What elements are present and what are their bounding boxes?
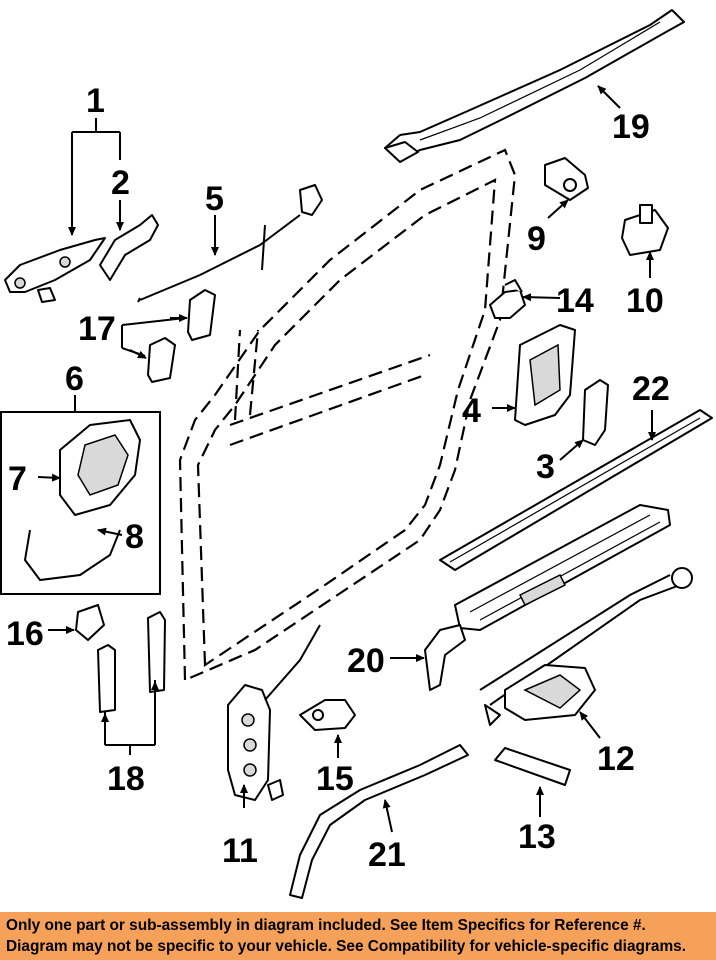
center-rail-assembly	[454, 504, 671, 631]
part-11-hinge	[227, 624, 321, 801]
part-20-bracket	[424, 624, 466, 691]
part-10-clip	[621, 204, 669, 256]
part-22-lower-rail	[439, 409, 713, 571]
door-frame-outline	[178, 148, 517, 682]
callout-9: 9	[527, 220, 546, 258]
callout-10: 10	[626, 282, 664, 320]
door-parts-diagram: 1 2 3 4 5 6 7 8 9 10 11 12 13 14 15 16 1…	[0, 9, 713, 899]
callout-6: 6	[65, 360, 84, 398]
callout-1: 1	[86, 82, 105, 120]
part-9-bracket	[544, 157, 589, 201]
part-3-guide	[582, 379, 609, 446]
part-19-upper-rail	[384, 9, 685, 163]
callout-21: 21	[368, 836, 406, 874]
part-18-trim-pieces	[97, 611, 166, 713]
callout-17: 17	[78, 310, 116, 348]
callout-7: 7	[8, 460, 27, 498]
part-21-lower-trim	[289, 744, 469, 899]
callout-3: 3	[536, 448, 555, 486]
callout-8: 8	[125, 518, 144, 556]
callout-4: 4	[462, 392, 481, 430]
callout-20: 20	[347, 642, 385, 680]
callout-14: 14	[556, 282, 594, 320]
callout-11: 11	[222, 832, 258, 870]
disclaimer-line-2: Diagram may not be specific to your vehi…	[6, 938, 686, 955]
part-6-latch-box	[0, 411, 161, 595]
callout-labels: 1 2 3 4 5 6 7 8 9 10 11 12 13 14 15 16 1…	[6, 82, 670, 874]
callout-2: 2	[111, 164, 130, 202]
callout-5: 5	[205, 180, 224, 218]
disclaimer-line-1: Only one part or sub-assembly in diagram…	[6, 917, 646, 934]
callout-16: 16	[6, 615, 44, 653]
part-16-clip	[75, 604, 105, 641]
part-4-plate	[514, 324, 576, 426]
callout-12: 12	[597, 740, 635, 778]
part-1-outside-handle	[4, 237, 106, 303]
part-17-blocks	[147, 289, 216, 383]
disclaimer-banner: Only one part or sub-assembly in diagram…	[0, 912, 716, 960]
part-2-handle-base	[99, 214, 159, 281]
part-12-roller-assembly	[479, 567, 693, 726]
callout-22: 22	[632, 370, 670, 408]
part-5-cable	[137, 184, 323, 303]
leader-lines	[37, 85, 656, 833]
part-13-block	[494, 747, 571, 786]
part-14-plug	[489, 279, 526, 319]
part-15-bracket	[299, 699, 356, 731]
callout-13: 13	[518, 818, 556, 856]
callout-19: 19	[612, 108, 650, 146]
callout-15: 15	[316, 760, 354, 798]
callout-18: 18	[107, 760, 145, 798]
